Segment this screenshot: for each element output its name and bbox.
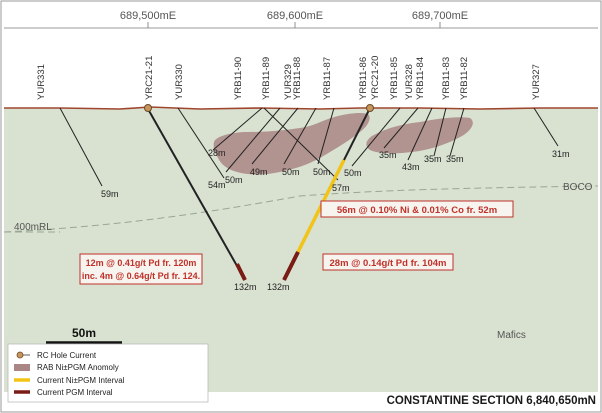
depth-yrb11-82: 35m [446,154,464,164]
depth-yrb11-85: 50m [344,168,362,178]
legend-ni-pgm-label: Current Ni±PGM Interval [37,376,125,385]
legend-rab-anomaly-swatch [14,364,30,371]
easting-ticks [147,22,441,28]
easting-label-2: 689,600mE [267,10,323,22]
hole-id-yur327: YUR327 [531,64,542,100]
depth-yrb11-87: 50m [313,167,331,177]
hole-id-yrb11-88: YRB11-88 [292,57,303,100]
depth-yur330: 54m [208,180,226,190]
depth-yrb11-88: 50m [282,167,300,177]
depth-yrc21-21: 132m [234,282,257,292]
legend-pgm-label: Current PGM Interval [37,388,113,397]
depth-yrb11-84: 43m [402,162,420,172]
hole-id-yur328: YUR328 [404,64,415,100]
legend-box [7,343,209,403]
legend-rc-hole-icon [16,351,24,359]
hole-id-yrb11-90: YRB11-90 [233,57,244,100]
depth-yur329: 49m [250,167,268,177]
hole-id-yrb11-86: YRB11-86 [358,57,369,100]
legend: RC Hole Current RAB Ni±PGM Anomoly Curre… [7,343,209,403]
hole-trace-yur330 [177,107,225,179]
hole-id-yrb11-84: YRB11-84 [415,57,426,100]
section-title: CONSTANTINE SECTION 6,840,650mN [387,395,596,407]
hole-trace-yur331 [59,107,103,187]
legend-rab-anomaly-label: RAB Ni±PGM Anomoly [37,363,119,372]
rl-label: 400mRL [14,222,52,233]
hole-trace-yrb11-88 [283,107,317,165]
boco-boundary [3,185,599,233]
mafics-label: Mafics [497,330,526,341]
easting-label-3: 689,700mE [412,10,468,22]
depth-labels: 59m 132m 54m 28m 50m 49m 50m 50m 57m 132… [101,148,570,292]
annotation-box [79,253,203,285]
easting-label-1: 689,500mE [120,10,176,22]
hole-trace-yur329 [251,107,299,165]
hole-id-labels: YUR331 YRC21-21 YUR330 YRB11-90 YRB11-89… [36,56,542,100]
hole-trace-yrb11-89 [225,107,281,173]
hole-trace-yur327 [533,107,559,147]
pgm-interval-yrc21-20 [282,251,300,281]
hole-trace-yrb11-83 [433,107,447,157]
hole-trace-yrb11-86 [263,107,339,181]
hole-id-yrb11-87: YRB11-87 [322,57,333,100]
hole-id-yur329: YUR329 [283,64,294,100]
depth-yrb11-86: 57m [332,183,350,193]
depth-yrb11-90: 28m [208,148,226,158]
hole-id-yrc21-21: YRC21-21 [144,56,155,100]
rc-collar-yrc21-20 [366,104,374,112]
annotation-yrc21-20-ni: 56m @ 0.10% Ni & 0.01% Co fr. 52m [320,200,514,218]
hole-id-yrb11-85: YRB11-85 [389,57,400,100]
rab-anomaly-zone [213,112,473,175]
annotation-text: 28m @ 0.14g/t Pd fr. 104m [330,258,447,269]
annotation-yrc21-21-pd: 12m @ 0.41g/t Pd fr. 120m inc. 4m @ 0.64… [79,253,203,285]
boco-label: BOCO [563,182,593,193]
hole-trace-yrb11-85 [351,107,401,167]
hole-id-yrb11-82: YRB11-82 [459,57,470,100]
hole-id-yrb11-89: YRB11-89 [261,57,272,100]
depth-yur331: 59m [101,189,119,199]
annotation-text-line2: inc. 4m @ 0.64g/t Pd fr. 124. [82,271,200,281]
annotation-text: 56m @ 0.10% Ni & 0.01% Co fr. 52m [337,205,497,216]
pgm-interval-yrc21-21 [235,263,247,281]
rc-collar-yrc21-21 [144,104,152,112]
depth-yrb11-83: 35m [424,154,442,164]
annotation-yrc21-20-pd: 28m @ 0.14g/t Pd fr. 104m [322,253,454,271]
hole-id-yur330: YUR330 [174,64,185,100]
depth-yrc21-20: 132m [267,282,290,292]
annotation-text-line1: 12m @ 0.41g/t Pd fr. 120m [86,258,197,268]
annotation-box [320,200,514,218]
scale-bar-label: 50m [72,326,96,340]
annotation-box [322,253,454,271]
hole-trace-yrb11-90 [212,107,263,151]
hole-id-yrc21-20: YRC21-20 [370,56,381,100]
depth-yur328: 35m [379,150,397,160]
hole-id-yrb11-83: YRB11-83 [441,57,452,100]
hole-trace-yrb11-84 [407,107,433,161]
topography-line [4,106,598,110]
depth-yrb11-89: 50m [225,175,243,185]
hole-trace-yrb11-82 [449,107,465,157]
hole-trace-yrc21-21 [147,108,246,281]
legend-rc-hole-label: RC Hole Current [37,351,97,360]
depth-yur327: 31m [552,149,570,159]
hole-trace-yrb11-87 [317,107,335,165]
hole-trace-yur328 [383,107,419,149]
hole-id-yur331: YUR331 [36,64,47,100]
